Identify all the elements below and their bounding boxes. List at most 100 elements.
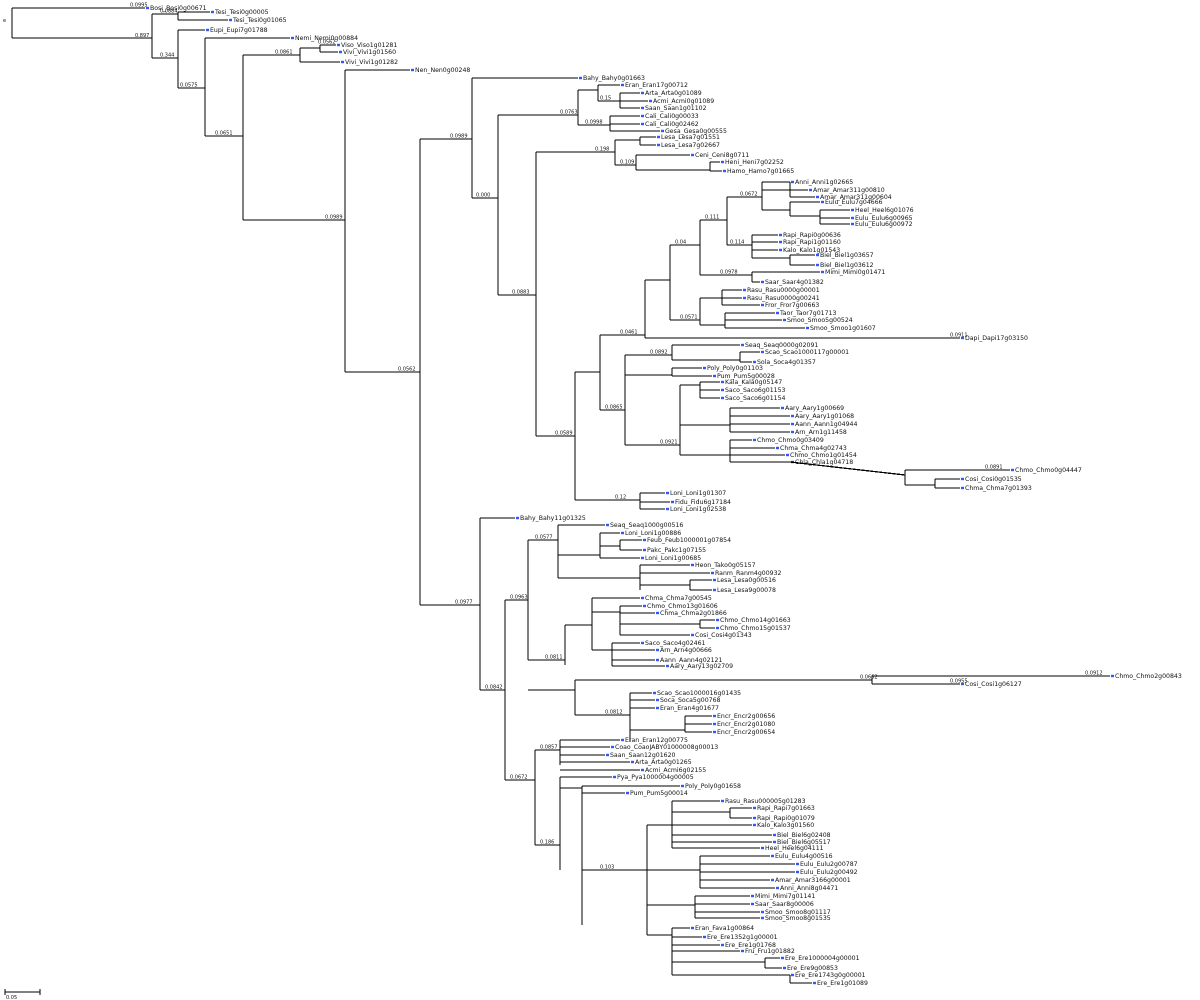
branch-length-label: 0.0763 — [560, 110, 578, 116]
leaf-label: Aary_Aary1g01068 — [795, 413, 854, 420]
leaf-label: Dapi_Dapi17g03150 — [965, 335, 1028, 342]
branch-length-label: 0.0861 — [275, 50, 293, 56]
leaf-marker — [691, 563, 694, 567]
branch-length-label: 0.0571 — [680, 315, 698, 321]
leaf-label: Eran_Eran12g00775 — [625, 737, 688, 744]
leaf-marker — [291, 36, 294, 40]
leaf-label: Cali_Cali0g02462 — [645, 121, 699, 128]
leaf-marker — [721, 396, 724, 400]
leaf-marker — [711, 571, 714, 575]
leaf-label: Mimi_Mimi0g01471 — [825, 269, 885, 276]
leaf-marker — [657, 143, 660, 147]
leaf-label: Encr_Encr2g01080 — [717, 721, 775, 728]
branch-length-label: 0.0857 — [540, 745, 558, 751]
leaf-label: Bosi_Bosi0g00671 — [150, 5, 207, 12]
branch-length-label: 0.0977 — [455, 600, 473, 606]
leaf-label: Kala_Kala0g05147 — [725, 379, 782, 386]
leaf-label: Seaq_Seaq1000g00516 — [610, 522, 683, 529]
leaf-label: Arn_Arn4g00666 — [660, 647, 712, 654]
leaf-marker — [643, 548, 646, 552]
leaf-marker — [721, 799, 724, 803]
leaf-marker — [657, 135, 660, 139]
leaf-label: Rasu_Rasu000005g01283 — [725, 798, 806, 805]
leaf-label: Fru_Fru1g01882 — [745, 948, 795, 955]
leaf-label: Lesa_Lesa7g02667 — [661, 142, 720, 149]
leaf-marker — [743, 296, 746, 300]
leaf-marker — [816, 195, 819, 199]
leaf-marker — [641, 768, 644, 772]
branch-length-label: 0.0955 — [950, 679, 968, 685]
branch-length-label: 0.12 — [615, 495, 626, 501]
leaf-marker — [337, 43, 340, 47]
branch-length-label: 0.0662 — [860, 675, 878, 681]
leaf-marker — [206, 28, 209, 32]
leaf-label: Eran_Eran4g01677 — [660, 705, 719, 712]
leaf-marker — [776, 311, 779, 315]
leaf-marker — [753, 816, 756, 820]
leaf-marker — [611, 745, 614, 749]
leaf-marker — [579, 76, 582, 80]
leaf-marker — [621, 531, 624, 535]
leaf-marker — [723, 169, 726, 173]
leaf-marker — [961, 486, 964, 490]
branch-length-label: 0.198 — [595, 147, 609, 153]
leaf-marker — [761, 280, 764, 284]
leaf-label: Vivi_Vivi1g01282 — [345, 59, 398, 66]
leaf-label: Cosi_Cosi0g01535 — [965, 476, 1022, 483]
leaf-marker — [741, 949, 744, 953]
leaf-marker — [961, 477, 964, 481]
branch-length-label: 0.0562 — [398, 367, 416, 373]
branch-length-label: 0.0995 — [130, 3, 148, 9]
leaf-label: Bahy_Bahy0g01663 — [583, 75, 645, 82]
branch-length-label: 0.000 — [476, 193, 490, 199]
branch-length-label: 0.344 — [160, 53, 174, 59]
leaf-label: Chma_Chma4g02743 — [780, 445, 847, 452]
leaf-marker — [641, 596, 644, 600]
leaf-label: Scao_Scao1000016g01435 — [657, 690, 741, 697]
leaf-marker — [1111, 674, 1114, 678]
leaf-marker — [661, 129, 664, 133]
leaf-label: Anni_Anni1g02665 — [795, 179, 853, 186]
leaf-label: Chmo_Chmo0g04447 — [1015, 467, 1082, 474]
leaf-marker — [716, 618, 719, 622]
leaf-label: Amar_Amar311g00810 — [813, 187, 885, 194]
leaf-label: Eulu_Eulu6g00965 — [855, 215, 913, 222]
leaf-marker — [641, 91, 644, 95]
leaf-label: Mimi_Mimi7g01141 — [755, 893, 815, 900]
leaf-label: Chmo_Chmo2g00843 — [1115, 673, 1182, 680]
leaf-label: Smoo_Smoo8g01535 — [765, 915, 831, 922]
leaf-marker — [796, 862, 799, 866]
leaf-label: Nen_Nen0g00248 — [415, 67, 470, 74]
leaf-label: Loni_Loni1g01307 — [670, 490, 726, 497]
leaf-marker — [783, 318, 786, 322]
leaf-marker — [626, 791, 629, 795]
leaf-marker — [721, 380, 724, 384]
branch-length-label: 0.111 — [705, 215, 719, 221]
branch-length-label: 0.0812 — [605, 710, 623, 716]
leaf-marker — [776, 886, 779, 890]
leaf-marker — [786, 453, 789, 457]
leaf-label: Ere_Ere9g00853 — [787, 965, 838, 972]
node-label: 0.897 — [135, 33, 149, 39]
leaf-label: Biel_Biel1g03612 — [820, 262, 874, 269]
leaf-marker — [621, 83, 624, 87]
leaf-marker — [146, 6, 149, 10]
leaf-label: Feub_Feub1000001g07854 — [647, 537, 731, 544]
leaf-label: Chmo_Chmo14g01663 — [720, 617, 791, 624]
branch-length-label: 0.0884 — [160, 9, 178, 15]
leaf-marker — [1011, 468, 1014, 472]
leaf-marker — [753, 360, 756, 364]
leaf-label: Ceni_Ceni8g0711 — [695, 152, 749, 159]
leaf-marker — [411, 68, 414, 72]
leaf-label: Saco_Saco6g01153 — [725, 387, 786, 394]
leaf-label: Biel_Biel6g05517 — [777, 839, 831, 846]
leaf-label: Loni_Loni1g02538 — [670, 506, 726, 513]
leaf-label: Arta_Arta0g01265 — [635, 759, 692, 766]
leaf-label: Chma_Chma7g01393 — [965, 485, 1032, 492]
leaf-marker — [753, 823, 756, 827]
leaf-label: Viso_Viso1g01281 — [341, 42, 397, 49]
leaf-marker — [961, 682, 964, 686]
leaf-label: Ere_Ere1g01768 — [725, 942, 776, 949]
leaf-marker — [721, 160, 724, 164]
